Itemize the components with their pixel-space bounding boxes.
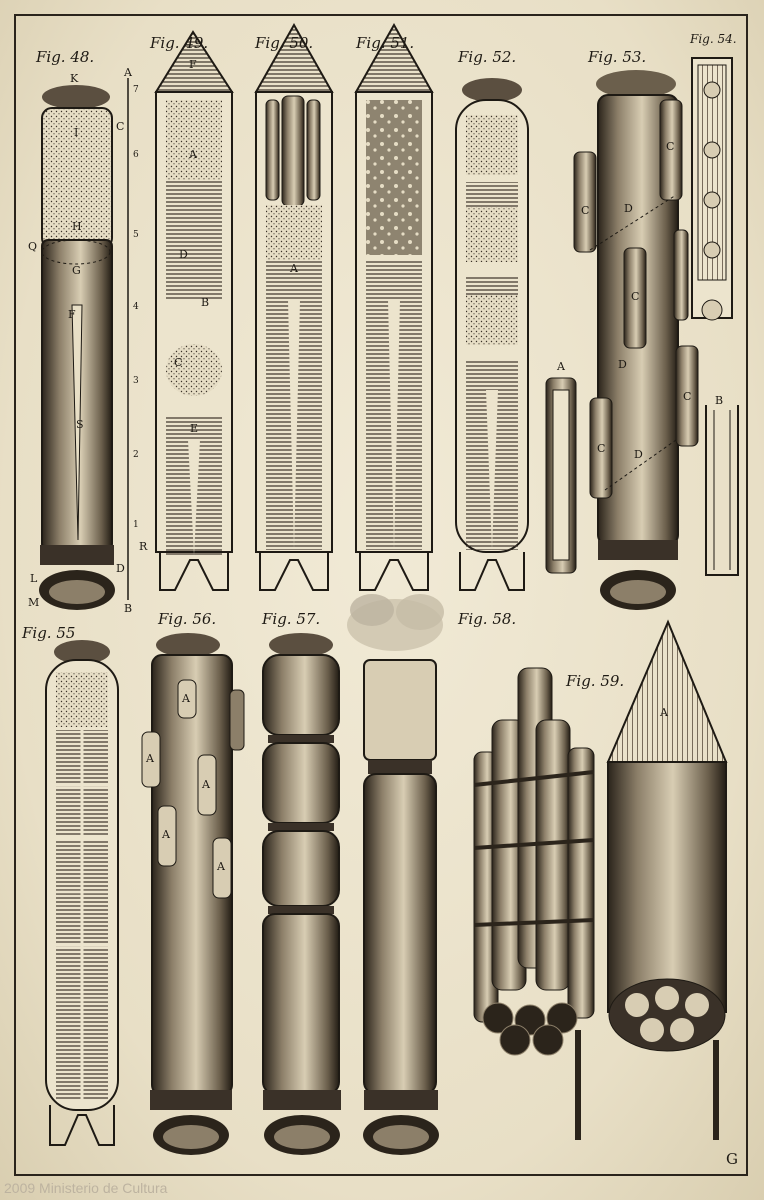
fig54-caption: Fig. 54. (690, 32, 737, 46)
fig59-rocket-bundle (473, 667, 595, 1140)
fig55-rocket-section (45, 640, 119, 1146)
fig55-caption: Fig. 55 (22, 624, 76, 642)
watermark: 2009 Ministerio de Cultura (4, 1180, 168, 1196)
fig59-cone-rocket (606, 619, 728, 1140)
scale-tick: 5 (133, 230, 139, 240)
fig56-rocket (141, 633, 245, 1155)
fig56-letter-a: A (162, 828, 170, 841)
fig53-rocket-with-serpents (573, 70, 699, 610)
fig56-letter-a: A (217, 860, 225, 873)
fig56-letter-a: A (202, 778, 210, 791)
fig50-caption: Fig. 50. (255, 34, 314, 52)
fig49-letter-d: D (179, 248, 188, 261)
scale-letter-c: C (116, 120, 125, 133)
letter-l: L (30, 572, 38, 585)
scale-letter-r: R (139, 540, 148, 553)
scale-tick: 7 (133, 85, 139, 95)
fig56-caption: Fig. 56. (158, 610, 217, 628)
fig53-letter-c: C (683, 390, 692, 403)
fig51-caption: Fig. 51. (356, 34, 415, 52)
letter-g: G (72, 264, 81, 277)
scale-letter-d: D (116, 562, 125, 575)
scale-tick: 3 (133, 376, 139, 386)
fig49-letter-a: A (189, 148, 197, 161)
fig53-letter-c: C (631, 290, 640, 303)
fig49-letter-e: E (190, 422, 199, 435)
letter-i: I (74, 126, 79, 139)
fig54-letter-b: B (715, 394, 724, 407)
letter-m: M (28, 596, 40, 609)
fig49-caption: Fig. 49. (150, 34, 209, 52)
fig52-caption: Fig. 52. (458, 48, 517, 66)
letter-h: H (72, 220, 82, 233)
fig50-rocket-section (254, 22, 334, 591)
letter-k: K (70, 72, 79, 85)
fig53-letter-c: C (581, 204, 590, 217)
scale-tick: 4 (133, 302, 139, 312)
fig48-caption: Fig. 48. (36, 48, 95, 66)
fig59-letter-a: A (660, 706, 668, 719)
scale-tick: 1 (133, 520, 139, 530)
fig53-caption: Fig. 53. (588, 48, 647, 66)
fig49-letter-b: B (201, 296, 210, 309)
fig52-rocket-section (455, 78, 577, 591)
fig58-rocket-smoking (347, 594, 444, 1155)
letter-f: F (68, 308, 76, 321)
fig53-letter-c: C (666, 140, 675, 153)
fig49-letter-f: F (189, 58, 197, 71)
fig59-caption: Fig. 59. (566, 672, 625, 690)
letter-q: Q (28, 240, 38, 253)
fig56-letter-a: A (182, 692, 190, 705)
fig54-tube (691, 57, 739, 576)
fig53-letter-d: D (624, 202, 633, 215)
plate-border (14, 14, 748, 1176)
fig58-caption: Fig. 58. (458, 610, 517, 628)
fig49-letter-c: C (174, 356, 183, 369)
fig48-rocket (39, 78, 129, 610)
scale-tick: 2 (133, 450, 139, 460)
fig49-rocket-section (154, 30, 234, 591)
fig53-letter-c: C (597, 442, 606, 455)
letter-s: S (76, 418, 84, 431)
fig50-letter-a: A (290, 262, 298, 275)
fig56-letter-a: A (146, 752, 154, 765)
fig53-letter-d: D (634, 448, 643, 461)
scale-letter-a: A (124, 66, 132, 79)
fig51-rocket-section (354, 22, 434, 591)
scale-letter-b: B (124, 602, 133, 615)
scale-tick: 6 (133, 150, 139, 160)
fig57-caption: Fig. 57. (262, 610, 321, 628)
fig52-letter-a: A (557, 360, 565, 373)
corner-mark: G (726, 1150, 738, 1168)
fig53-letter-d: D (618, 358, 627, 371)
fig57-rocket (262, 633, 341, 1155)
